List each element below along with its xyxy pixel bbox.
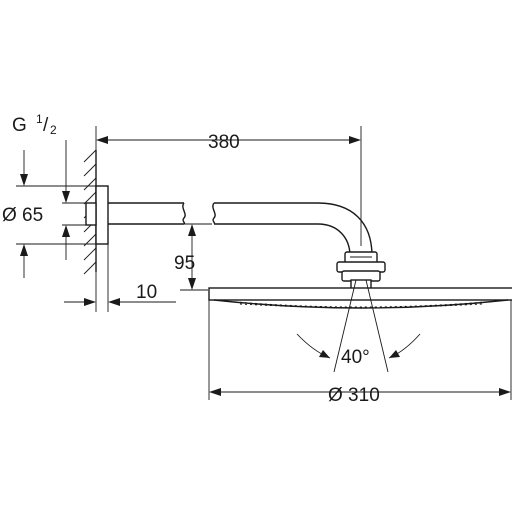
dimension-95	[180, 223, 212, 291]
width-label: 380	[208, 132, 240, 153]
dimension-310	[208, 300, 512, 400]
shower-arm	[108, 202, 373, 257]
shower-head	[208, 287, 512, 309]
thread-fraction-slash: /	[43, 115, 49, 136]
spray-angle-lines	[333, 279, 389, 373]
dimension-65	[16, 150, 96, 278]
ball-joint	[336, 251, 386, 290]
thread-label: G	[12, 115, 27, 136]
dimension-thread	[62, 140, 86, 260]
thread-connector	[85, 202, 97, 226]
depth-label: 10	[136, 282, 157, 303]
angle-arrow-right	[389, 350, 400, 358]
height-label: 95	[174, 253, 195, 274]
flange-diameter-label: Ø 65	[2, 205, 43, 226]
head-diameter-label: Ø 310	[328, 385, 380, 406]
dimension-380	[95, 126, 362, 246]
wall-flange	[95, 185, 109, 245]
dimension-10	[64, 244, 176, 312]
thread-fraction-denominator: 2	[50, 123, 57, 137]
angle-arrow-left	[319, 350, 330, 358]
thread-fraction-numerator: 1	[36, 112, 43, 126]
spray-angle-label: 40°	[341, 347, 370, 368]
